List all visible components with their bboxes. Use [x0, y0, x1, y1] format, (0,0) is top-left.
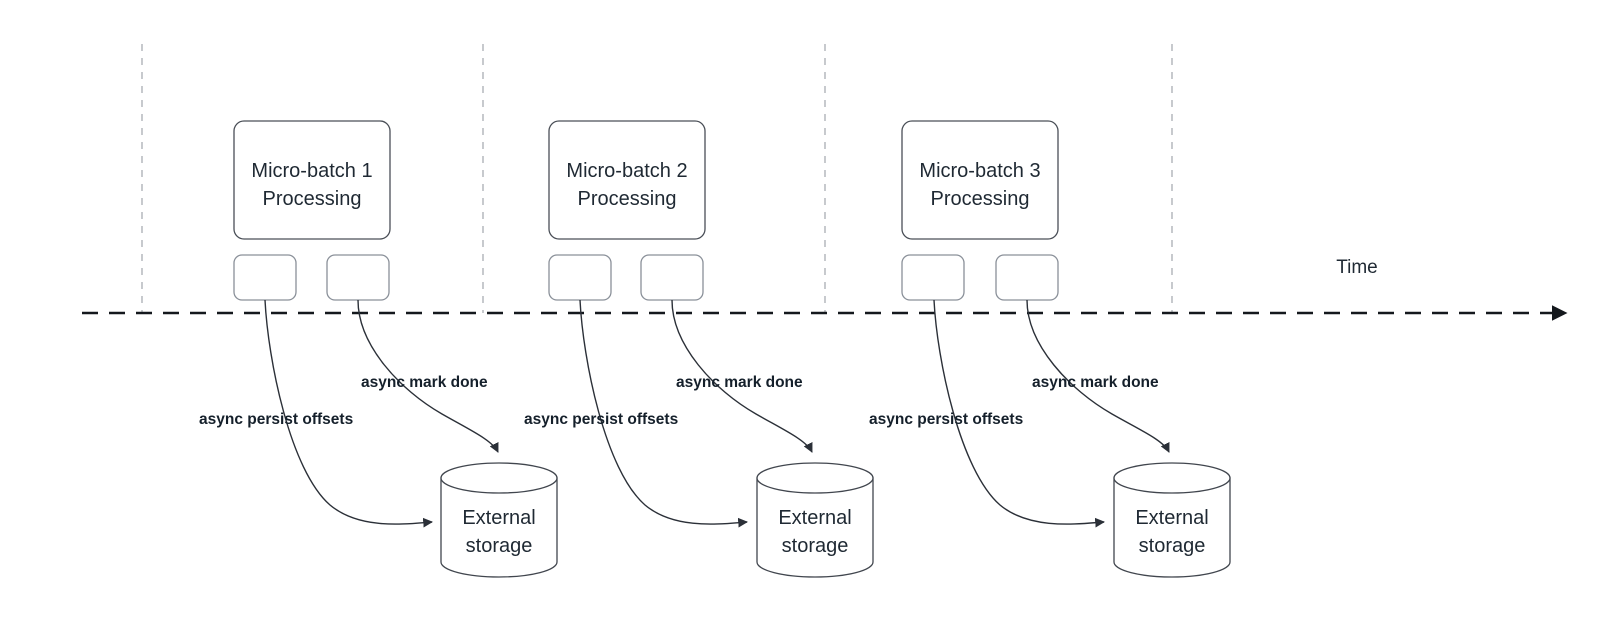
micro-batch-3-box-line1: Micro-batch 3: [919, 160, 1040, 182]
micro-batch-2-box-line1: Micro-batch 2: [566, 160, 687, 182]
tick-box-1a[interactable]: [233, 254, 297, 301]
async-mark-done-1-curve: [357, 299, 499, 453]
micro-batch-1-box-line2: Processing: [263, 188, 362, 210]
async-mark-done-3-label: async mark done: [1032, 374, 1159, 391]
async-persist-offsets-3-curve: [933, 299, 1105, 528]
external-storage-3-line1: External: [1135, 507, 1208, 529]
async-persist-offsets-1-label: async persist offsets: [199, 411, 353, 428]
micro-batch-1-box[interactable]: [233, 120, 391, 240]
micro-batch-1-box-line1: Micro-batch 1: [251, 160, 372, 182]
external-storage-1-line2: storage: [466, 535, 533, 557]
async-persist-offsets-3-label: async persist offsets: [869, 411, 1023, 428]
external-storage-3-top: [1113, 462, 1231, 494]
async-persist-offsets-1-curve: [264, 299, 433, 528]
micro-batch-2-box-line2: Processing: [578, 188, 677, 210]
external-storage-2-body[interactable]: [756, 477, 874, 578]
external-storage-1-top: [440, 462, 558, 494]
tick-box-2a[interactable]: [548, 254, 612, 301]
tick-box-2b[interactable]: [640, 254, 704, 301]
micro-batch-3-box[interactable]: [901, 120, 1059, 240]
async-mark-done-2-label: async mark done: [676, 374, 803, 391]
external-storage-3-line2: storage: [1139, 535, 1206, 557]
async-persist-offsets-2-label: async persist offsets: [524, 411, 678, 428]
external-storage-1-body[interactable]: [440, 477, 558, 578]
async-mark-done-3-curve: [1026, 299, 1170, 453]
external-storage-1-line1: External: [462, 507, 535, 529]
separators-layer: [141, 44, 1173, 313]
time-axis-label: Time: [1336, 257, 1378, 278]
tick-box-3b[interactable]: [995, 254, 1059, 301]
external-storage-2-line2: storage: [782, 535, 849, 557]
micro-batch-3-box-line2: Processing: [931, 188, 1030, 210]
external-storage-2-line1: External: [778, 507, 851, 529]
async-mark-done-1-label: async mark done: [361, 374, 488, 391]
tick-box-1b[interactable]: [326, 254, 390, 301]
async-persist-offsets-2-curve: [579, 299, 748, 528]
async-mark-done-2-curve: [671, 299, 813, 453]
external-storage-2-top: [756, 462, 874, 494]
tick-box-3a[interactable]: [901, 254, 965, 301]
timeline-axis-layer: Time: [82, 257, 1568, 321]
micro-batch-2-box[interactable]: [548, 120, 706, 240]
external-storage-3-body[interactable]: [1113, 477, 1231, 578]
